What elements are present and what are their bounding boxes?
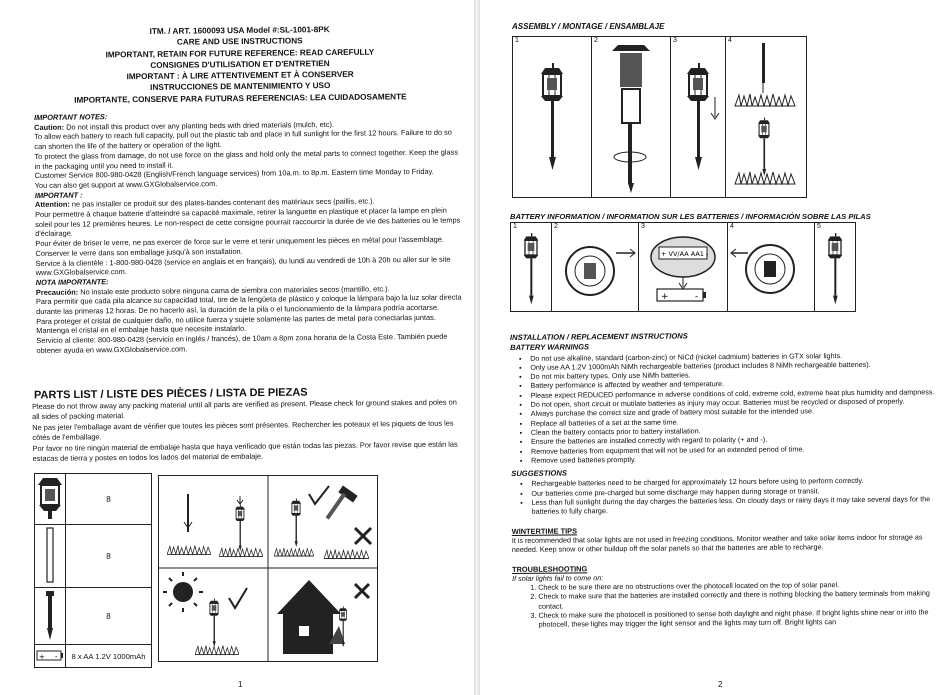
ground-stake-icon (46, 591, 54, 640)
assembly-title: ASSEMBLY / MONTAGE / ENSAMBLAJE (512, 22, 665, 31)
step-number: 3 (673, 37, 677, 44)
page-number-left: 1 (238, 680, 243, 689)
step-number: 5 (817, 223, 821, 230)
svg-text:-: - (55, 653, 58, 661)
notes-fr-p1: Pour permettre à chaque batterie d'attei… (35, 205, 461, 239)
usage-illustrations (158, 475, 378, 662)
battery-steps: 1 2 3 + VV/AA AA1 - + (510, 222, 856, 312)
troubleshooting-list: Check to be sure there are no obstructio… (512, 579, 942, 629)
suggestions-list: Rechargeable batteries need to be charge… (511, 476, 941, 517)
table-row: + - 8 x AA 1.2V 1000mAh (34, 644, 152, 668)
parts-fr: Ne pas jeter l'emballage avant de vérifi… (32, 418, 454, 442)
table-row: 8 (34, 587, 152, 645)
step-number: 2 (594, 37, 598, 44)
battery-info-title: BATTERY INFORMATION / INFORMATION SUR LE… (510, 212, 871, 221)
battery-icon: + - (36, 650, 63, 661)
pole-icon (46, 527, 54, 583)
step-number: 3 (641, 223, 645, 230)
assembly-step-2: 2 (592, 36, 671, 198)
battery-step-3: 3 + VV/AA AA1 - + - (639, 222, 728, 312)
qty-battery: 8 x AA 1.2V 1000mAh (65, 644, 152, 668)
table-row: 8 (34, 473, 152, 525)
header-block: ITM. / ART. 1600093 USA Model #:SL-1001-… (40, 23, 441, 106)
assembly-step-1-svg (539, 61, 565, 172)
battery-step-2: 2 (552, 222, 639, 312)
battery-step-5: 5 (815, 222, 856, 312)
lamp-head-image (34, 473, 66, 525)
table-row: 8 (34, 524, 152, 588)
parts-instructions: Please do not throw away any packing mat… (32, 397, 463, 465)
lamp-head-icon (38, 478, 62, 519)
page-number-right: 2 (718, 680, 723, 689)
svg-text:+: + (39, 653, 45, 661)
battery-step-4-svg (730, 244, 795, 294)
battery-step-5-svg (826, 232, 844, 306)
battery-step-1: 1 (510, 222, 552, 312)
assembly-step-3-svg (685, 61, 720, 172)
usage-illustration-svg (159, 476, 377, 661)
qty-pole: 8 (65, 524, 152, 588)
qty-lamp-head: 8 (65, 473, 152, 525)
battery-step-2-svg (565, 246, 636, 296)
list-item: Check to make sure the photocell is posi… (538, 607, 942, 629)
parts-es: Por favor no tire ningún material de emb… (32, 439, 458, 463)
step-number: 2 (554, 223, 558, 230)
svg-text:+: + (661, 292, 669, 302)
stake-image (34, 587, 66, 645)
battery-step-4: 4 (728, 222, 815, 312)
battery-step-1-svg (522, 232, 540, 306)
battery-warnings-list: Do not use alkaline, standard (carbon-zi… (510, 350, 941, 465)
important-notes: IMPORTANT NOTES: Caution: Do not install… (34, 108, 467, 355)
list-item: Less than full sunlight during the day c… (531, 494, 941, 516)
step-number: 1 (515, 37, 519, 44)
parts-table: 8 8 8 (34, 473, 152, 668)
right-page: ASSEMBLY / MONTAGE / ENSAMBLAJE 1 2 3 (480, 0, 950, 695)
assembly-step-1: 1 (512, 36, 592, 198)
left-page: ITM. / ART. 1600093 USA Model #:SL-1001-… (32, 23, 467, 689)
step-number: 1 (513, 223, 517, 230)
battery-image: + - (34, 644, 66, 668)
page-gutter (474, 0, 480, 695)
qty-stake: 8 (65, 587, 152, 645)
step-number: 4 (730, 223, 734, 230)
attention-label: Attention: (34, 199, 70, 210)
assembly-step-4: 4 (726, 36, 807, 198)
assembly-step-3: 3 (671, 36, 726, 198)
battery-lid-label: + VV/AA AA1 - (661, 250, 709, 258)
caution-label: Caution: (34, 122, 65, 132)
notes-es-p3: Servicio al cliente: 800-980-0428 (servi… (36, 331, 448, 355)
pole-image (34, 524, 66, 588)
battery-step-3-svg: + VV/AA AA1 - + - (650, 236, 716, 302)
installation-section: INSTALLATION / REPLACEMENT INSTRUCTIONS … (510, 329, 943, 629)
assembly-steps: 1 2 3 4 (512, 36, 807, 198)
precaucion-label: Precaución: (35, 287, 79, 297)
assembly-step-4-svg (734, 43, 796, 185)
step-number: 4 (728, 37, 732, 44)
wintertime-text: It is recommended that solar lights are … (511, 532, 923, 555)
svg-text:-: - (695, 292, 698, 302)
assembly-step-2-svg (612, 45, 650, 193)
parts-en: Please do not throw away any packing mat… (32, 397, 457, 421)
